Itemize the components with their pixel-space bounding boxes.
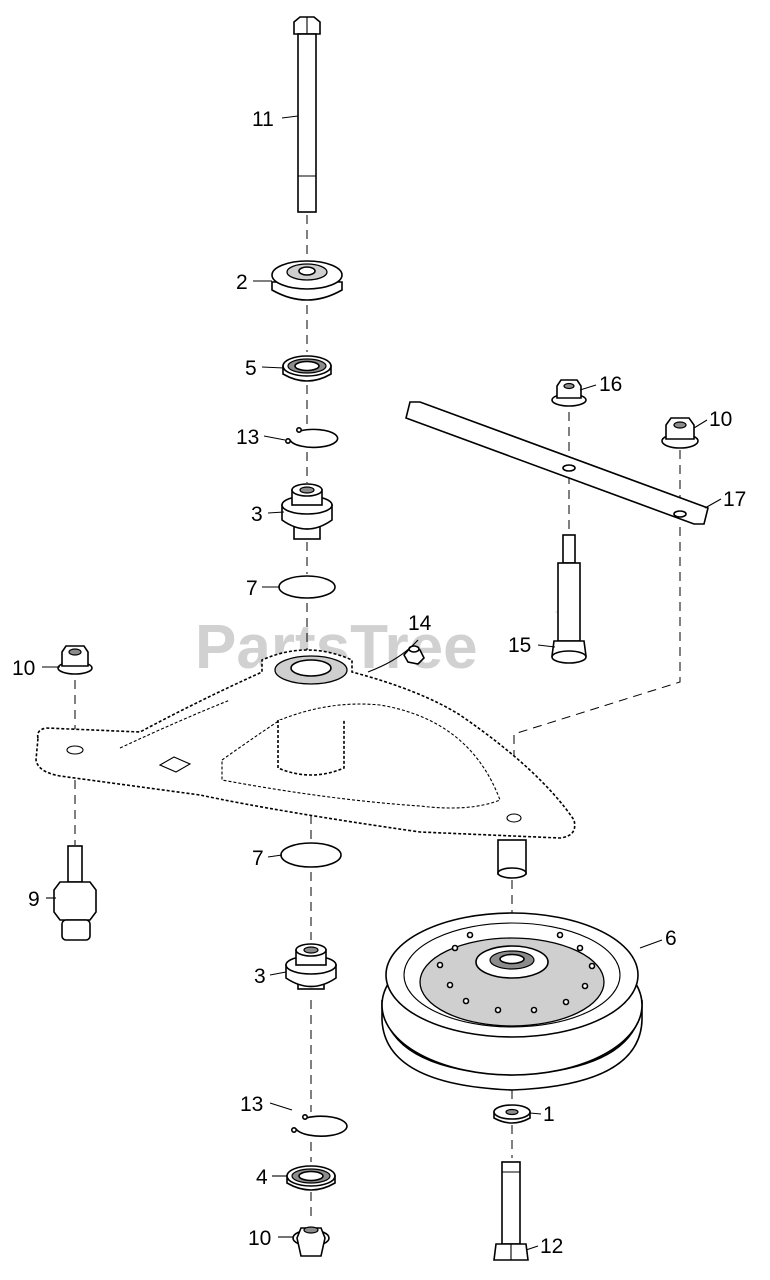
callout-13-upper: 13 (236, 426, 259, 449)
callout-11: 11 (252, 108, 274, 131)
callout-10-right: 10 (709, 408, 732, 431)
callout-14: 14 (408, 612, 432, 635)
callout-16: 16 (599, 373, 622, 396)
callout-4: 4 (256, 1166, 268, 1189)
part-flange-nut-bottom (292, 1226, 330, 1257)
part-bushing-upper (281, 483, 333, 540)
part-shoulder-bolt (551, 534, 587, 664)
callout-7-lower: 7 (252, 847, 264, 870)
part-bearing-upper (282, 355, 332, 382)
part-flange-nut-left (57, 645, 93, 675)
part-idler-arm (35, 649, 576, 879)
pulley-holes (436, 931, 596, 1014)
callout-1: 1 (543, 1103, 555, 1126)
callout-2: 2 (236, 271, 248, 294)
callout-10-left: 10 (12, 657, 35, 680)
callout-15: 15 (508, 634, 531, 657)
callout-12: 12 (540, 1235, 563, 1258)
part-oring-upper (278, 575, 336, 599)
part-bolt-long (293, 16, 321, 213)
part-bearing-lower (286, 1165, 336, 1191)
callout-17: 17 (723, 488, 746, 511)
callout-6: 6 (665, 927, 677, 950)
part-flat-strap (405, 401, 709, 525)
part-idler-pulley (381, 912, 643, 1091)
part-grease-fitting (403, 645, 425, 665)
callout-5: 5 (245, 357, 257, 380)
part-oring-lower (280, 842, 342, 868)
callout-3-lower: 3 (254, 965, 266, 988)
callout-7-upper: 7 (246, 577, 258, 600)
part-bushing-lower (285, 943, 337, 990)
callout-labels: 11 2 5 13 3 7 14 10 16 10 17 15 9 7 3 6 … (12, 108, 746, 1258)
part-pivot-stud (53, 845, 97, 941)
part-bearing-cap (271, 260, 343, 301)
part-bolt-12 (493, 1161, 529, 1261)
part-flange-nut-right (661, 417, 699, 449)
callout-9: 9 (28, 888, 40, 911)
callout-leaders (42, 115, 722, 1251)
part-flange-nut-16 (551, 379, 587, 407)
callout-3-upper: 3 (251, 503, 263, 526)
callout-13-lower: 13 (240, 1093, 263, 1116)
part-retaining-ring-lower (290, 1114, 348, 1137)
callout-10-bottom: 10 (248, 1227, 271, 1250)
part-retaining-ring-upper (284, 426, 339, 449)
part-washer (493, 1104, 531, 1124)
